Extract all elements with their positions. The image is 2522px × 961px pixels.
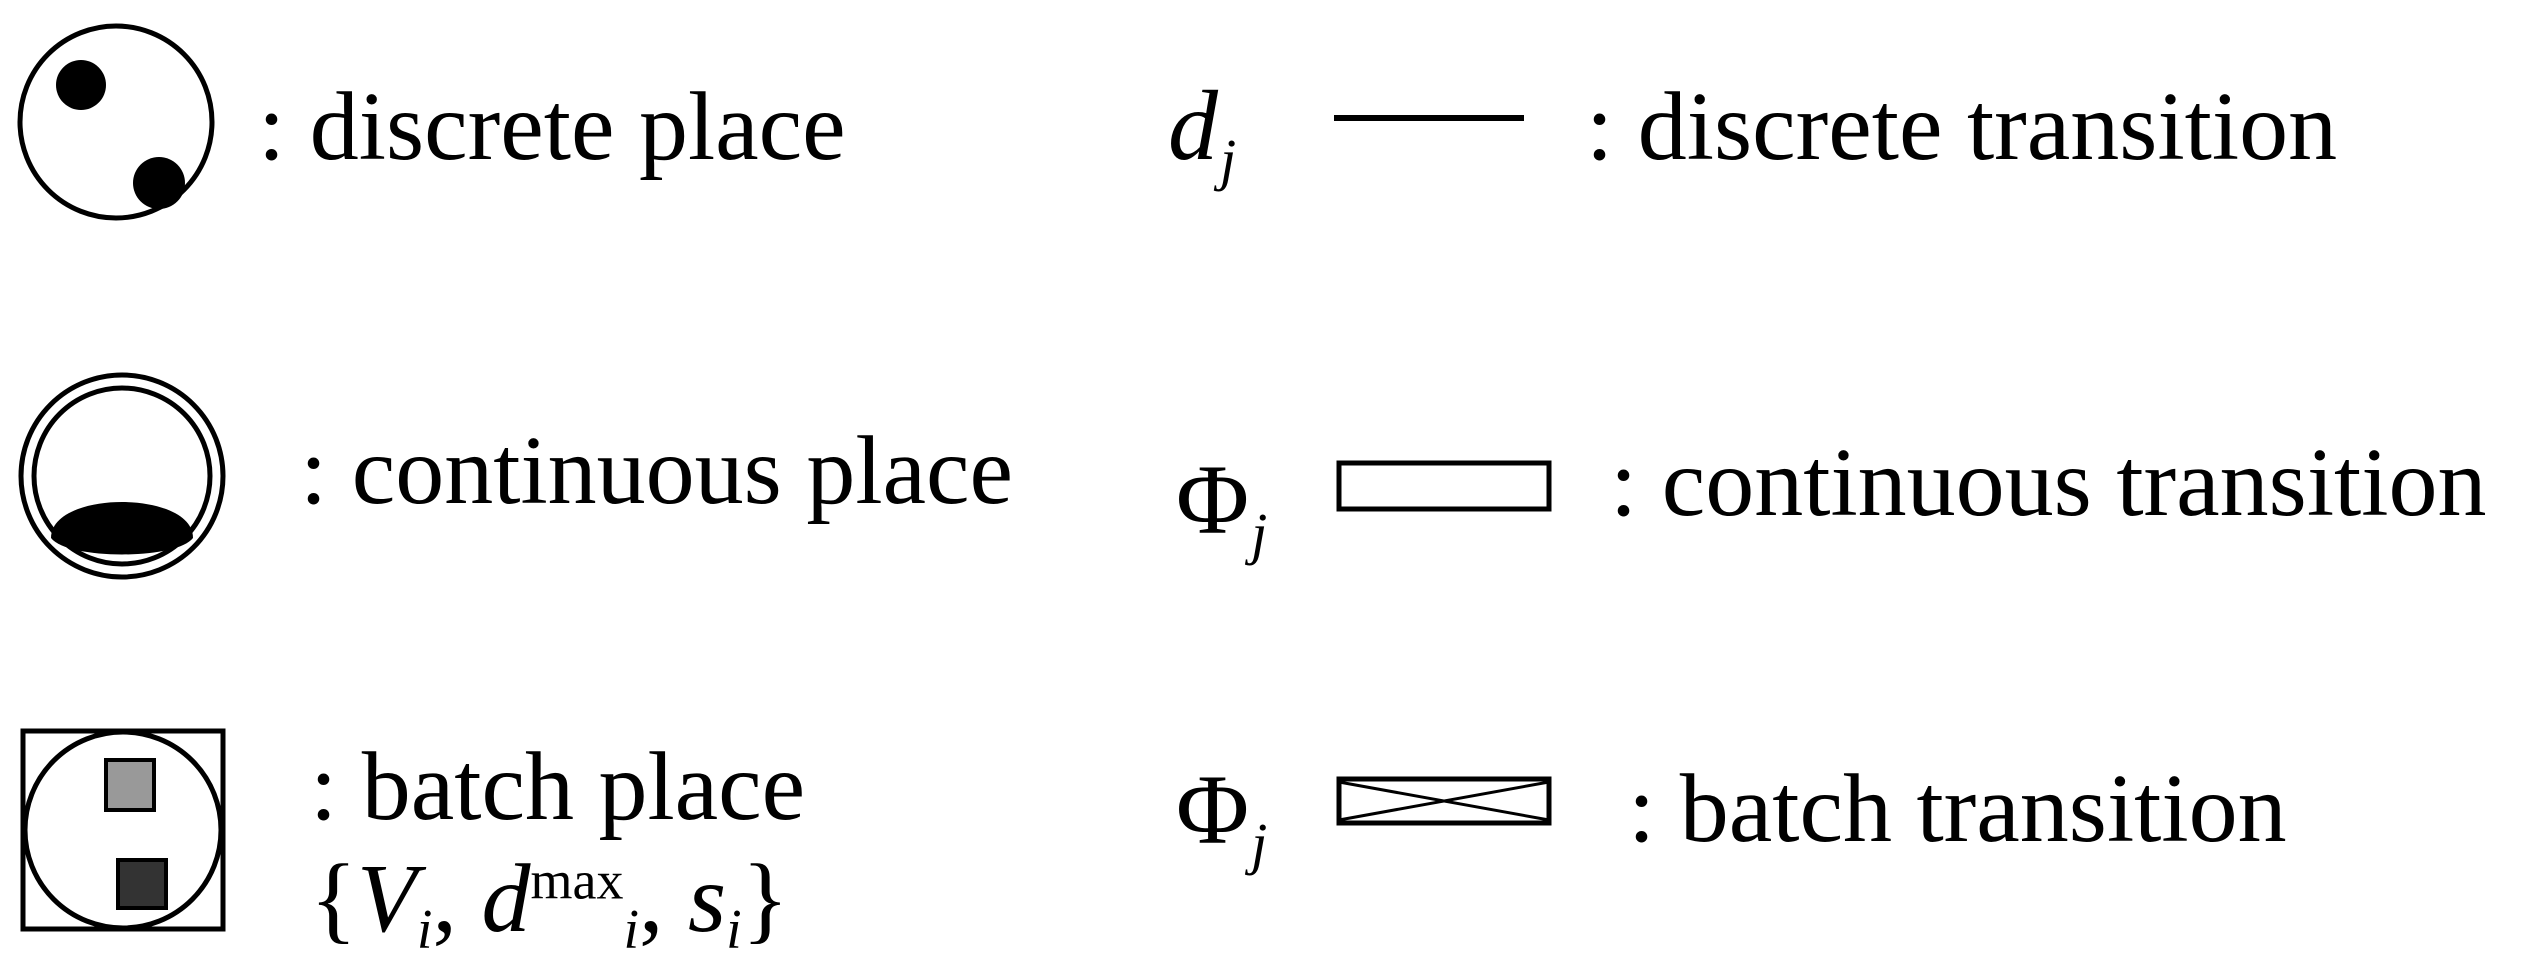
param-s: s xyxy=(688,845,727,953)
param-v: V xyxy=(357,845,417,953)
param-sep-2: , xyxy=(639,845,689,953)
discrete-place-icon xyxy=(17,23,215,221)
brace-open: { xyxy=(310,845,358,953)
batch-transition-label: : batch transition xyxy=(1628,755,2287,863)
batch-transition-symbol: Φj xyxy=(1176,754,1268,877)
batch-place-parameters: {Vi, dmaxi, si} xyxy=(310,850,789,958)
param-s-sub: i xyxy=(726,898,742,961)
discrete-transition-symbol: dj xyxy=(1168,70,1237,193)
param-d-sup: max xyxy=(530,850,624,911)
brace-close: } xyxy=(741,845,789,953)
continuous-place-label: : continuous place xyxy=(300,417,1014,525)
param-v-sub: i xyxy=(416,898,433,961)
batch-place-icon xyxy=(20,728,226,932)
discrete-transition-label: : discrete transition xyxy=(1586,73,2338,181)
continuous-place-icon xyxy=(18,372,226,580)
param-d-sub: i xyxy=(623,898,640,961)
discrete-place-label: : discrete place xyxy=(258,73,846,181)
discrete-transition-icon xyxy=(1334,115,1524,121)
batch-place-label: : batch place xyxy=(310,733,806,841)
continuous-transition-icon xyxy=(1336,460,1552,512)
continuous-transition-label: : continuous transition xyxy=(1610,429,2487,537)
batch-transition-icon xyxy=(1336,776,1552,826)
continuous-transition-symbol: Φj xyxy=(1176,444,1268,567)
param-d: d xyxy=(481,845,531,953)
param-sep-1: , xyxy=(432,845,482,953)
